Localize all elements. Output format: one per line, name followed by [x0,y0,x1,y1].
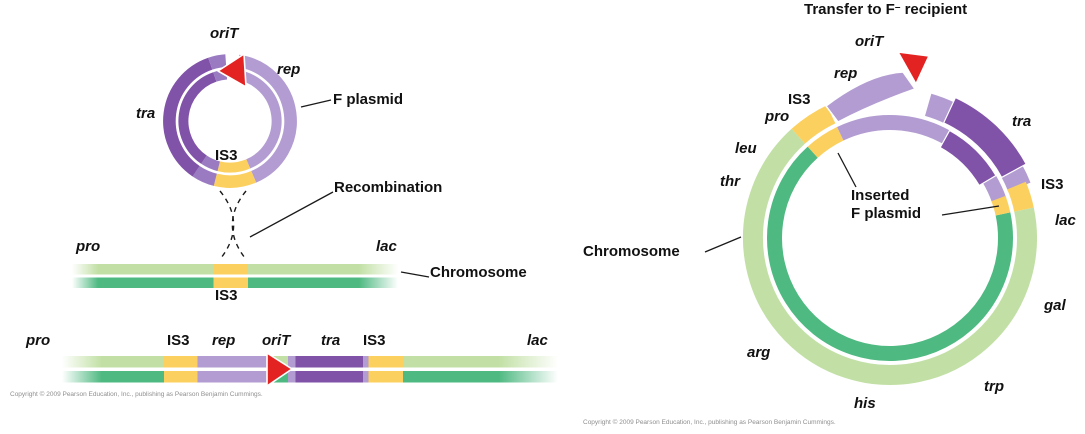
label-integrated-lac: lac [527,332,548,349]
label-hfr-thr: thr [720,173,740,190]
label-hfr-arg: arg [747,344,771,361]
label-plasmid-orit: oriT [210,25,239,42]
label-integrated-tra: tra [321,332,341,349]
plasmid-inner-transition-1 [201,155,221,172]
recombination-cross-2 [231,190,247,259]
label-plasmid-tra: tra [136,105,156,122]
hfr-tra-wedge-outer [942,96,1028,179]
hfr-chromosome-leader-line [704,236,742,253]
label-hfr-trp: trp [984,378,1004,395]
label-hfr-is3-right: IS3 [1041,176,1064,193]
plasmid-outer-tra-arc [163,57,213,177]
chromosome-leader-line [400,271,430,278]
recombination-leader-line [249,191,334,238]
f-plasmid-leader-line [300,99,332,108]
hfr-inner-is3-left-arc [807,126,844,158]
integrated-bottom-rep [197,371,267,383]
integrated-bottom-lp-end [363,371,369,383]
label-f-plasmid: F plasmid [333,91,404,108]
hfr-inner-plasmid-strand [837,115,954,146]
label-hfr-gal: gal [1044,297,1066,314]
copyright-right: Copyright © 2009 Pearson Education, Inc.… [583,419,836,426]
chromosome-is3-bottom [213,277,248,288]
label-chromosome-is3: IS3 [215,287,238,304]
label-hfr-chromosome: Chromosome [583,243,680,260]
label-hfr-tra: tra [1012,113,1032,130]
plasmid-orit-arrow [217,53,247,88]
integrated-top-lp-mid [288,356,296,368]
plasmid-outer-transition-2 [208,54,227,70]
integrated-top-rep [197,356,267,368]
label-hfr-orit: oriT [855,33,884,50]
label-hfr-pro: pro [765,108,790,125]
integrated-top-lp-end [363,356,369,368]
label-integrated-is3-right: IS3 [363,332,386,349]
copyright-left: Copyright © 2009 Pearson Education, Inc.… [10,391,263,398]
hfr-inner-chromosome-arc [767,146,1013,361]
plasmid-inner-tra-arc [178,72,217,164]
f-minus-superscript: – [894,2,901,13]
label-hfr-his: his [854,395,876,412]
integrated-bottom-lp-mid [288,371,296,383]
label-chromosome: Chromosome [430,264,527,281]
hfr-inner-is3-right-arc [991,195,1011,216]
hfr-orit-arrow [897,51,930,85]
label-inserted-f-plasmid-line2: F plasmid [851,205,922,222]
label-recombination: Recombination [334,179,443,196]
plasmid-inner-rep-arc [235,69,282,169]
chromosome-is3-top [213,264,248,275]
label-chromosome-pro: pro [76,238,101,255]
hfr-tra-wedge-inner [939,129,997,187]
label-integrated-orit: oriT [262,332,291,349]
integrated-top-is3-left [164,356,198,368]
integrated-bottom-tra [295,371,363,383]
integrated-bottom-is3-right [368,371,403,383]
hfr-transfer-arm [824,71,917,123]
panel-title: Transfer to F– recipient [804,2,967,17]
hfr-inner-plasmid-strand-end [982,174,1007,204]
label-hfr-is3-left: IS3 [788,91,811,108]
label-hfr-rep: rep [834,65,858,82]
inserted-leader-line-right [941,205,1000,216]
label-plasmid-is3: IS3 [215,147,238,164]
hfr-outer-is3-right-arc [1007,181,1034,212]
label-plasmid-rep: rep [277,61,301,78]
integrated-orit-arrow [266,352,293,387]
hfr-outer-chromosome-arc [743,128,1037,385]
label-hfr-lac: lac [1055,212,1076,229]
integrated-top-tra [295,356,363,368]
inserted-leader-line-left [837,152,857,188]
label-integrated-pro: pro [26,332,51,349]
recombination-cross-1 [219,190,235,259]
title-text-end: recipient [900,1,968,18]
integrated-bottom-is3-left [164,371,198,383]
label-chromosome-lac: lac [376,238,397,255]
hfr-outer-is3-left-arc [791,105,836,144]
label-integrated-rep: rep [212,332,236,349]
plasmid-outer-rep-arc [237,54,297,183]
plasmid-outer-is3-arc [213,170,257,188]
label-inserted-f-plasmid-line1: Inserted [851,187,910,204]
plasmid-inner-is3-arc [217,159,251,173]
integrated-top-is3-right [368,356,403,368]
title-text: Transfer to F [804,1,895,18]
plasmid-outer-transition-1 [192,165,218,186]
label-integrated-is3-left: IS3 [167,332,190,349]
label-hfr-leu: leu [735,140,757,157]
